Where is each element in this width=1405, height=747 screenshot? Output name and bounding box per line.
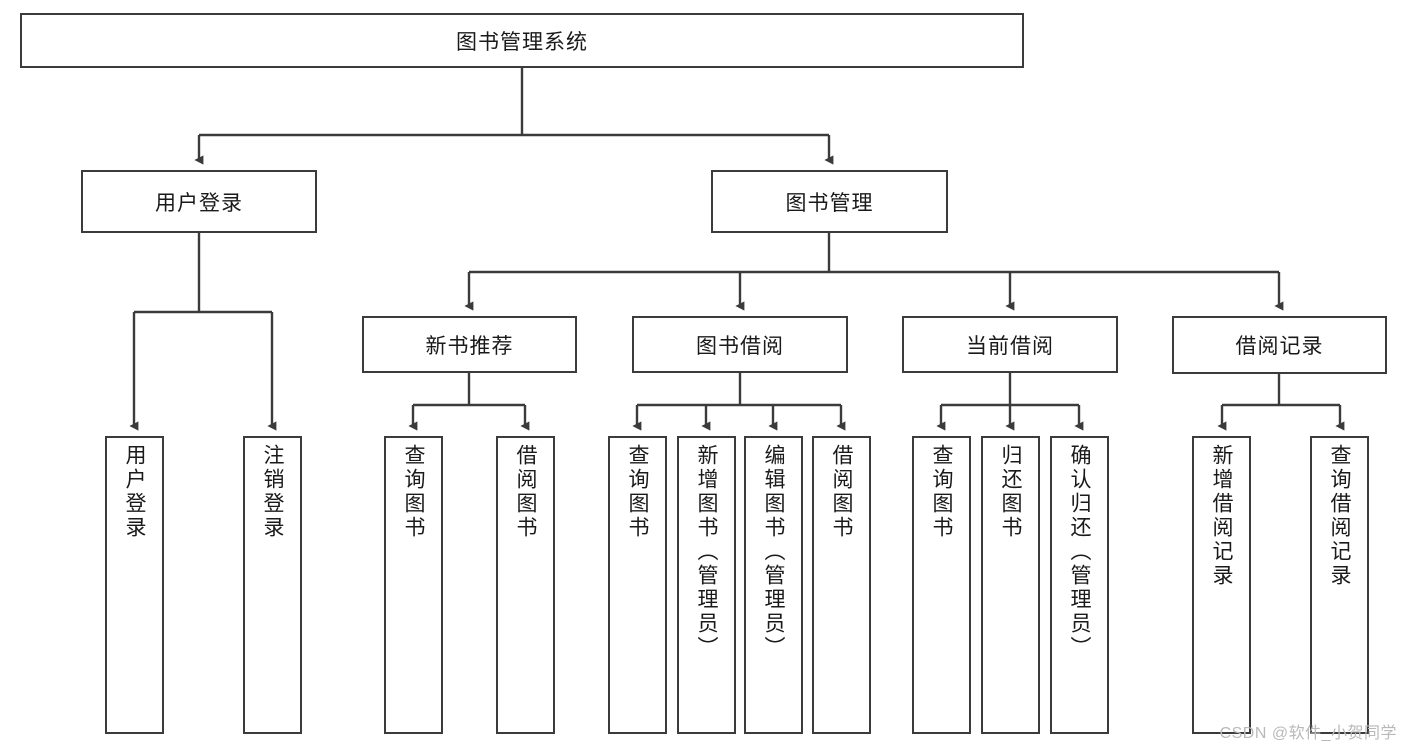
node-label: 注销登录	[261, 444, 284, 540]
node-label: 用户登录	[155, 191, 243, 215]
csdn-watermark: CSDN @软件_小贺同学	[1219, 725, 1397, 742]
node-book-borrow[interactable]: 图书借阅	[632, 316, 848, 373]
node-label: 图书借阅	[696, 334, 784, 358]
node-leaf-new-book-1[interactable]: 查询图书	[384, 436, 443, 734]
node-label: 借阅记录	[1235, 335, 1324, 358]
node-label: 图书管理	[785, 191, 874, 215]
node-current-borrow[interactable]: 当前借阅	[902, 316, 1118, 373]
node-label: 查询图书	[930, 444, 953, 540]
node-leaf-new-book-2[interactable]: 借阅图书	[496, 436, 555, 734]
node-leaf-current-borrow-2[interactable]: 归还图书	[981, 436, 1040, 734]
node-borrow-record[interactable]: 借阅记录	[1172, 316, 1387, 374]
node-leaf-borrow-record-2[interactable]: 查询借阅记录	[1310, 436, 1369, 734]
node-label: 查询借阅记录	[1328, 444, 1351, 588]
node-label: 归还图书	[999, 444, 1022, 540]
node-leaf-book-borrow-3[interactable]: 编辑图书（管理员）	[744, 436, 803, 734]
node-label: 用户登录	[123, 444, 146, 540]
node-label: 借阅图书	[514, 444, 537, 540]
node-label: 新书推荐	[425, 334, 514, 358]
node-label: 查询图书	[626, 444, 649, 540]
node-root-book-management-system[interactable]: 图书管理系统	[20, 13, 1024, 68]
node-label: 图书管理系统	[456, 30, 588, 54]
node-leaf-book-borrow-2[interactable]: 新增图书（管理员）	[677, 436, 736, 734]
node-label: 编辑图书（管理员）	[762, 444, 785, 660]
node-leaf-book-borrow-1[interactable]: 查询图书	[608, 436, 667, 734]
node-leaf-user-login-2[interactable]: 注销登录	[243, 436, 302, 734]
node-book-management[interactable]: 图书管理	[711, 170, 948, 233]
node-leaf-borrow-record-1[interactable]: 新增借阅记录	[1192, 436, 1251, 734]
node-new-book-recommend[interactable]: 新书推荐	[362, 316, 577, 373]
node-leaf-book-borrow-4[interactable]: 借阅图书	[812, 436, 871, 734]
node-leaf-current-borrow-1[interactable]: 查询图书	[912, 436, 971, 734]
node-label: 借阅图书	[830, 444, 853, 540]
node-label: 查询图书	[402, 444, 425, 540]
node-user-login[interactable]: 用户登录	[81, 170, 317, 233]
node-leaf-user-login-1[interactable]: 用户登录	[105, 436, 164, 734]
node-label: 新增借阅记录	[1210, 444, 1233, 588]
node-label: 确认归还（管理员）	[1068, 444, 1091, 660]
node-label: 当前借阅	[966, 334, 1054, 358]
node-leaf-current-borrow-3[interactable]: 确认归还（管理员）	[1050, 436, 1109, 734]
node-label: 新增图书（管理员）	[695, 444, 718, 660]
